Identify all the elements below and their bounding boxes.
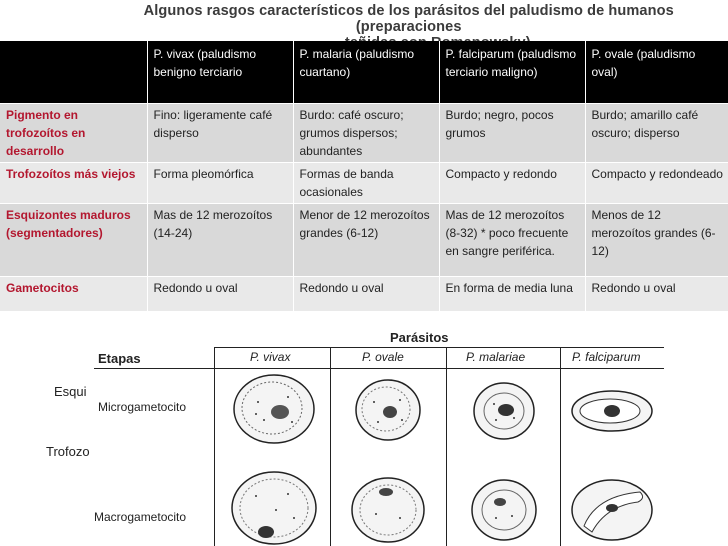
header-cell-falciparum: P. falciparum (paludismo terciario malig… — [439, 41, 586, 104]
column-divider — [330, 347, 331, 546]
column-divider — [446, 347, 447, 546]
table-cell: Burdo: café oscuro; grumos dispersos; ab… — [293, 103, 440, 163]
table-cell: Burdo; amarillo café oscuro; disperso — [585, 103, 728, 163]
column-head-malariae: P. malariae — [466, 350, 526, 364]
table-cell: Menor de 12 merozoítos grandes (6-12) — [293, 203, 440, 277]
header-cell-ovale: P. ovale (paludismo oval) — [585, 41, 728, 104]
background-label-esqui: Esqui — [54, 384, 87, 399]
table-cell: Menos de 12 merozoítos grandes (6-12) — [585, 203, 728, 277]
table-cell: Compacto y redondeado — [585, 162, 728, 204]
table-row: Gametocitos Redondo u oval Redondo u ova… — [0, 276, 728, 312]
table-cell: Mas de 12 merozoítos (14-24) — [147, 203, 294, 277]
gametocyte-figure: Esqui Trofozo Parásitos Etapas P. vivax … — [0, 318, 728, 546]
column-divider — [214, 347, 215, 546]
table-cell: Redondo u oval — [585, 276, 728, 312]
row-label-microgametocyte: Microgametocito — [98, 400, 187, 414]
header-cell-vivax: P. vivax (paludismo benigno terciario — [147, 41, 294, 104]
row-label: Trofozoítos más viejos — [0, 162, 148, 204]
vivax-macrogametocyte-cell — [231, 471, 317, 545]
table-cell: Burdo; negro, pocos grumos — [439, 103, 586, 163]
column-divider — [560, 347, 561, 546]
ovale-macrogametocyte-cell — [351, 477, 425, 543]
table-cell: Redondo u oval — [147, 276, 294, 312]
table-cell: Formas de banda ocasionales — [293, 162, 440, 204]
table-cell: Fino: ligeramente café disperso — [147, 103, 294, 163]
row-label: Gametocitos — [0, 276, 148, 312]
slide-title: Algunos rasgos característicos de los pa… — [108, 2, 709, 51]
ovale-microgametocyte-cell — [355, 379, 421, 441]
row-label: Pigmento en trofozoítos en desarrollo — [0, 103, 148, 163]
column-head-falciparum: P. falciparum — [572, 350, 641, 364]
table-header-row: P. vivax (paludismo benigno terciario P.… — [0, 41, 728, 104]
table-cell: En forma de media luna — [439, 276, 586, 312]
table-cell: Mas de 12 merozoítos (8-32) * poco frecu… — [439, 203, 586, 277]
malariae-macrogametocyte-cell — [471, 479, 537, 541]
falciparum-macrogametocyte-cell — [571, 479, 653, 541]
table-cell: Forma pleomórfica — [147, 162, 294, 204]
header-cell-empty — [0, 41, 148, 104]
header-cell-malaria: P. malaria (paludismo cuartano) — [293, 41, 440, 104]
column-head-ovale: P. ovale — [362, 350, 404, 364]
header-rule-lower — [94, 368, 664, 369]
background-label-trofozo: Trofozo — [46, 444, 90, 459]
title-line-1: Algunos rasgos característicos de los pa… — [143, 2, 674, 35]
row-label-macrogametocyte: Macrogametocito — [94, 510, 187, 524]
table-row: Trofozoítos más viejos Forma pleomórfica… — [0, 162, 728, 204]
table-row: Pigmento en trofozoítos en desarrollo Fi… — [0, 103, 728, 163]
table-cell: Redondo u oval — [293, 276, 440, 312]
header-rule — [214, 347, 664, 348]
table-cell: Compacto y redondo — [439, 162, 586, 204]
malariae-microgametocyte-cell — [473, 382, 535, 440]
stage-heading: Etapas — [98, 351, 141, 366]
falciparum-microgametocyte-cell — [571, 390, 653, 432]
column-head-vivax: P. vivax — [250, 350, 291, 364]
row-label: Esquizontes maduros (segmentadores) — [0, 203, 148, 277]
parasite-table: P. vivax (paludismo benigno terciario P.… — [0, 41, 728, 312]
table-row: Esquizontes maduros (segmentadores) Mas … — [0, 203, 728, 277]
figure-title: Parásitos — [390, 330, 449, 345]
vivax-microgametocyte-cell — [233, 374, 315, 444]
